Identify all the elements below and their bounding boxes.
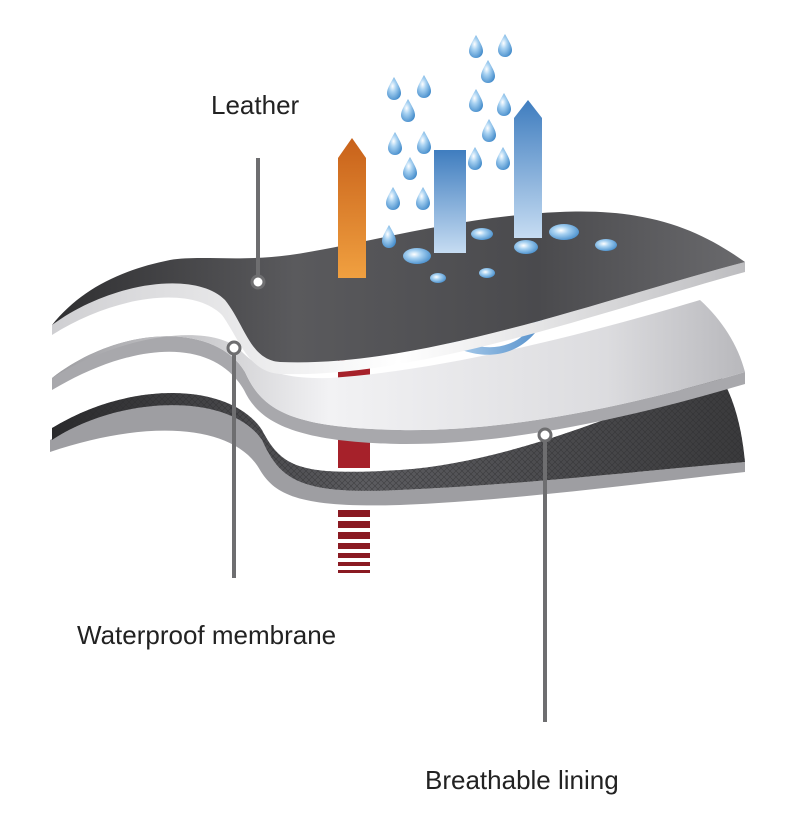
lining-layer [50,375,745,506]
callout-leather [250,158,266,290]
heat-arrow-icon [338,138,366,278]
label-leather: Leather [211,90,300,120]
callout-membrane [226,340,242,578]
water-arrow-icon [434,100,542,253]
label-breathable-lining: Breathable lining [425,765,619,795]
leather-layer [52,211,745,375]
membrane-layer [52,300,745,445]
label-waterproof-membrane: Waterproof membrane [77,620,337,650]
callout-lining [537,427,553,722]
vapor-ribbon [440,305,548,355]
